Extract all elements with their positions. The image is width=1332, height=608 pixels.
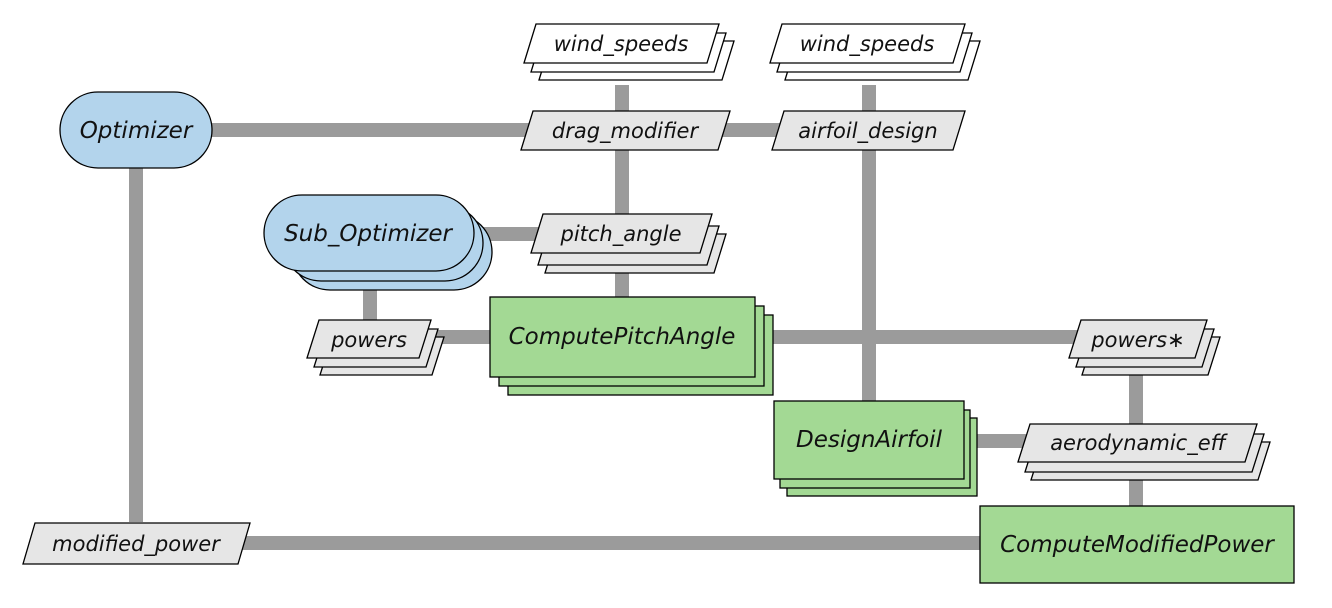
pitch-angle-label: pitch_angle bbox=[559, 222, 681, 247]
powers-variable: powers bbox=[306, 319, 445, 376]
modified-power-label: modified_power bbox=[52, 532, 221, 557]
compute-pitch-angle-label: ComputePitchAngle bbox=[509, 324, 736, 350]
pitch-angle-variable: pitch_angle bbox=[530, 213, 727, 274]
wind-speeds-input-2: wind_speeds bbox=[769, 23, 981, 81]
aerodynamic-eff-variable: aerodynamic_eff bbox=[1017, 423, 1271, 481]
compute-modified-power-label: ComputeModifiedPower bbox=[1000, 532, 1275, 558]
design-airfoil-component: DesignAirfoil bbox=[773, 400, 978, 497]
powers-star-label: powers∗ bbox=[1090, 328, 1184, 352]
drag-modifier-variable: drag_modifier bbox=[520, 110, 731, 151]
powers-star-variable: powers∗ bbox=[1068, 319, 1221, 376]
powers-label: powers bbox=[330, 328, 407, 352]
aerodynamic-eff-label: aerodynamic_eff bbox=[1050, 431, 1228, 456]
optimizer-node: Optimizer bbox=[59, 91, 213, 169]
airfoil-design-variable: airfoil_design bbox=[771, 110, 966, 151]
wind-speeds-label-2: wind_speeds bbox=[800, 32, 935, 57]
sub-optimizer-node: Sub_Optimizer bbox=[263, 194, 493, 291]
sub-optimizer-label: Sub_Optimizer bbox=[284, 221, 453, 247]
wind-speeds-input-1: wind_speeds bbox=[523, 23, 735, 81]
optimizer-label: Optimizer bbox=[80, 118, 194, 144]
airfoil-design-label: airfoil_design bbox=[798, 119, 937, 144]
compute-pitch-angle-component: ComputePitchAngle bbox=[489, 296, 774, 396]
drag-modifier-label: drag_modifier bbox=[552, 119, 700, 144]
compute-modified-power-component: ComputeModifiedPower bbox=[979, 505, 1295, 584]
modified-power-variable: modified_power bbox=[22, 522, 251, 565]
design-airfoil-label: DesignAirfoil bbox=[796, 427, 943, 453]
wind-speeds-label-1: wind_speeds bbox=[554, 32, 689, 57]
